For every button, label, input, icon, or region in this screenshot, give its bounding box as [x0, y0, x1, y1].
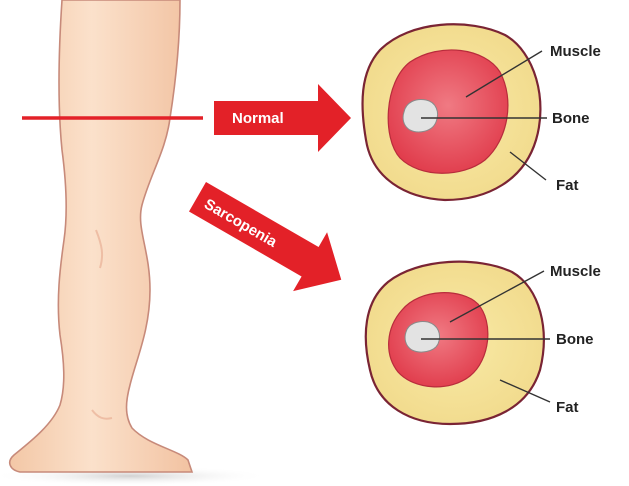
- normal-bone-label: Bone: [552, 110, 590, 127]
- normal-bone: [403, 100, 437, 132]
- sarcopenia-arrow: Sarcopenia: [181, 167, 359, 309]
- normal-cross-section: [363, 24, 541, 200]
- normal-arrow: Normal: [214, 84, 351, 152]
- normal-muscle-label: Muscle: [550, 43, 601, 60]
- sarcopenia-muscle-label: Muscle: [550, 263, 601, 280]
- sarcopenia-bone: [405, 321, 439, 352]
- sarcopenia-fat-label: Fat: [556, 399, 579, 416]
- normal-arrow-label: Normal: [232, 110, 284, 127]
- sarcopenia-bone-label: Bone: [556, 331, 594, 348]
- leg-illustration: [10, 0, 192, 472]
- normal-fat-label: Fat: [556, 177, 579, 194]
